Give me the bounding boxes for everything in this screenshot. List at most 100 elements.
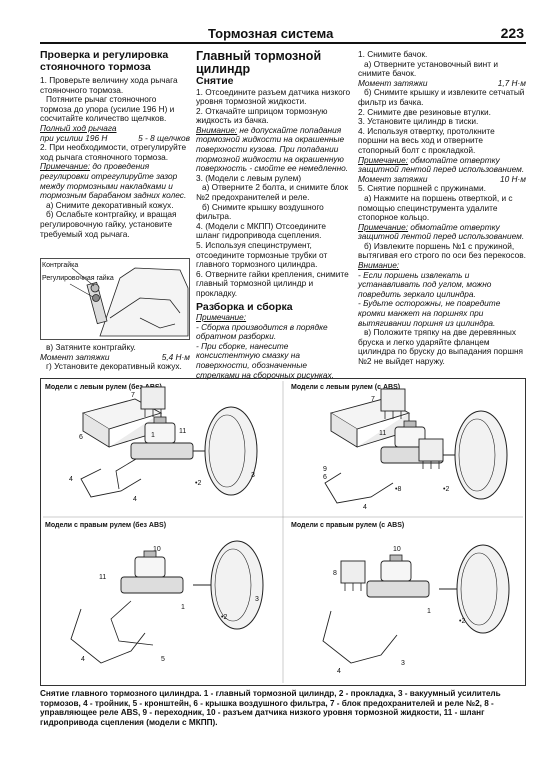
note-item: - При сборке, нанесите консистентную сма… — [196, 340, 334, 380]
quadrant-rhd-no-abs: Модели с правым рулем (без ABS) 10 11 1 … — [45, 521, 264, 664]
torque-spec: Момент затяжки 1,7 Н·м — [358, 77, 526, 89]
torque-value: 5,4 Н·м — [161, 351, 190, 362]
note-item: - Сборка производится в порядке обратном… — [196, 321, 328, 342]
column-2: Главный тормозной цилиндр Снятие 1. Отсо… — [196, 50, 351, 380]
section-title: Тормозная система — [208, 26, 334, 41]
force-value: 5 - 8 щелчков — [138, 132, 190, 143]
callout: 1 — [181, 604, 185, 611]
para: 5. Используя специнструмент, отсоедините… — [196, 240, 328, 270]
quadrant-title: Модели с правым рулем (без ABS) — [45, 521, 166, 529]
force-label: при усилии 196 Н — [40, 132, 108, 143]
callout: 10 — [153, 546, 161, 553]
page-header: Тормозная система 223 — [40, 24, 526, 44]
note-label: Примечание: — [358, 154, 409, 165]
callout: 4 — [133, 496, 137, 503]
parking-brake-figure: Контргайка Регулировочная гайка — [40, 258, 190, 340]
note-label: Примечание: — [196, 312, 247, 323]
callout: 8 — [333, 570, 337, 577]
torque-label: Момент затяжки — [40, 351, 110, 362]
para: б) Снимите крышку и извлеките сетчатый ф… — [358, 87, 525, 107]
warning-label: Внимание: — [196, 124, 238, 135]
note-text: до проведения регулировки отрегулируйте … — [40, 161, 187, 201]
callout: 4 — [363, 504, 367, 511]
para: Потяните рычаг стояночного тормоза до уп… — [40, 94, 175, 124]
warning-text: не допускайте попадания тормозной жидкос… — [196, 124, 349, 174]
column-1: Проверка и регулировка стояночного тормо… — [40, 49, 190, 239]
callout: 6 — [323, 474, 327, 481]
callout: •2 — [221, 614, 227, 621]
callout: 3 — [401, 660, 405, 667]
torque-value: 1,7 Н·м — [497, 77, 526, 88]
para: 2. Откачайте шприцом тормозную жидкость … — [196, 105, 328, 126]
para: в) Положите тряпку на две деревянных бру… — [358, 327, 524, 366]
full-travel-label: Полный ход рычага — [40, 122, 117, 133]
column-3: 1. Снимите бачок. а) Отверните установоч… — [358, 49, 526, 367]
para: а) Отверните 2 болта, и снимите блок №2 … — [196, 182, 349, 203]
note-text: обмотайте отвертку защитной лентой перед… — [358, 221, 525, 242]
para: б) Извлеките поршень №1 с пружиной, вытя… — [358, 240, 526, 261]
para: 3. (Модели с левым рулем) — [196, 172, 302, 183]
page-number: 223 — [500, 25, 524, 41]
para: 1. Снимите бачок. — [358, 49, 428, 59]
para: 3. Установите цилиндр в тиски. — [358, 116, 479, 127]
quadrant-title: Модели с левым рулем (без ABS) — [45, 383, 162, 391]
quadrant-rhd-abs: Модели с правым рулем (с ABS) 10 8 1 •2 … — [291, 522, 510, 675]
heading-master-cylinder: Главный тормозной цилиндр — [196, 49, 322, 76]
force-spec: при усилии 196 Н 5 - 8 щелчков — [40, 132, 190, 144]
subheading-disassembly: Разборка и сборка — [196, 300, 293, 313]
para: 1. Проверьте величину хода рычага стояно… — [40, 75, 178, 95]
subheading-removal: Снятие — [196, 75, 234, 87]
para: 6. Отверните гайки крепления, снимите гл… — [196, 268, 349, 298]
warning: Внимание: не допускайте попадания тормоз… — [196, 124, 351, 174]
master-cylinder-figure: Модели с левым рулем (без ABS) 1 •2 3 4 … — [40, 378, 526, 686]
heading-parking-brake: Проверка и регулировка стояночного тормо… — [40, 49, 169, 73]
callout: 9 — [323, 466, 327, 473]
para: б) Ослабьте контргайку, и вращая регулир… — [40, 209, 177, 239]
master-cylinder-drawing: Модели с левым рулем (без ABS) 1 •2 3 4 … — [43, 381, 523, 683]
callout: 7 — [371, 396, 375, 403]
warning-label: Внимание: — [358, 260, 400, 271]
para: а) Нажмите на поршень отверткой, и с пом… — [358, 192, 513, 223]
callout: 1 — [427, 608, 431, 615]
quadrant-title: Модели с левым рулем (с ABS) — [291, 384, 400, 391]
warning-item: - Если поршень извлекать и устанавливать… — [358, 269, 492, 299]
parking-brake-drawing: Контргайка Регулировочная гайка — [40, 258, 190, 340]
para: 2. Снимите две резиновые втулки. — [358, 106, 491, 117]
figure-caption: Снятие главного тормозного цилиндра. 1 -… — [40, 689, 501, 728]
callout: 11 — [379, 430, 386, 437]
para: а) Отверните установочный винт и снимите… — [358, 58, 498, 79]
callout: 5 — [161, 656, 165, 663]
callout: 1 — [151, 432, 155, 439]
para: 2. При необходимости, отрегулируйте ход … — [40, 142, 187, 162]
callout: •8 — [395, 486, 401, 493]
note-text: обмотайте отвертку защитной лентой перед… — [358, 154, 525, 175]
callout: 6 — [79, 434, 83, 441]
callout: •2 — [459, 618, 465, 625]
warning-item: - Будьте осторожны, не повредите кромки … — [358, 298, 501, 328]
column-1-continued: в) Затяните контргайку. Момент затяжки 5… — [40, 342, 190, 372]
callout: •2 — [443, 486, 449, 493]
note-label: Примечание: — [358, 221, 409, 232]
quadrant-lhd-no-abs: Модели с левым рулем (без ABS) 1 •2 3 4 … — [45, 383, 258, 503]
para: а) Снимите декоративный кожух. — [46, 199, 174, 210]
para: в) Затяните контргайку. — [46, 342, 136, 352]
callout: 11 — [99, 574, 106, 581]
quadrant-title: Модели с правым рулем (с ABS) — [291, 522, 404, 529]
torque-spec: Момент затяжки 10 Н·м — [358, 173, 526, 185]
callout: 3 — [255, 596, 259, 603]
note: Примечание: до проведения регулировки от… — [40, 162, 190, 200]
torque-label: Момент затяжки — [358, 77, 428, 88]
para: 4. Используя отвертку, протолкните поршн… — [358, 125, 495, 155]
callout: 7 — [131, 392, 135, 399]
note: Примечание: обмотайте отвертку защитной … — [358, 154, 526, 175]
para: 4. (Модели с МКПП) Отсоедините шланг гид… — [196, 220, 327, 241]
torque-value: 10 Н·м — [500, 173, 526, 184]
torque-spec: Момент затяжки 5,4 Н·м — [40, 351, 190, 363]
para: б) Снимите крышку воздушного фильтра. — [196, 201, 324, 222]
callout: 10 — [393, 546, 401, 553]
callout: 3 — [251, 472, 255, 479]
callout: •2 — [195, 480, 201, 487]
locknut-label: Контргайка — [42, 261, 78, 269]
callout: 4 — [69, 476, 73, 483]
callout: 11 — [179, 428, 186, 435]
